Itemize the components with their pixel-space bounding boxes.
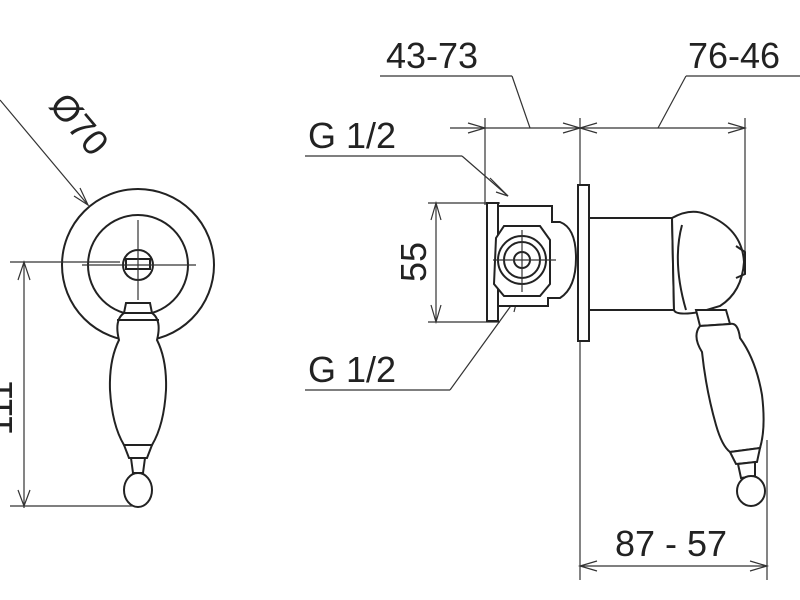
left-height-label: 111 <box>0 381 20 436</box>
side-view <box>305 75 800 580</box>
wall-rosette <box>577 184 590 342</box>
height-dimension: 55 <box>393 242 434 282</box>
top-right-dimension: 76-46 <box>688 35 780 76</box>
inlet-bottom-label: G 1/2 <box>308 349 396 390</box>
side-lever-knob <box>736 475 766 507</box>
diameter-label: Ø70 <box>42 85 117 163</box>
valve-sleeve <box>588 217 676 311</box>
lever-handle <box>108 312 168 446</box>
top-left-dimension: 43-73 <box>386 35 478 76</box>
bottom-span-dimension: 87 - 57 <box>615 523 727 564</box>
lever-collar <box>122 302 154 314</box>
front-view <box>0 99 215 508</box>
inlet-top-label: G 1/2 <box>308 115 396 156</box>
lever-knob <box>123 472 153 508</box>
handle-cap <box>670 210 746 315</box>
side-lever-handle <box>695 322 765 454</box>
